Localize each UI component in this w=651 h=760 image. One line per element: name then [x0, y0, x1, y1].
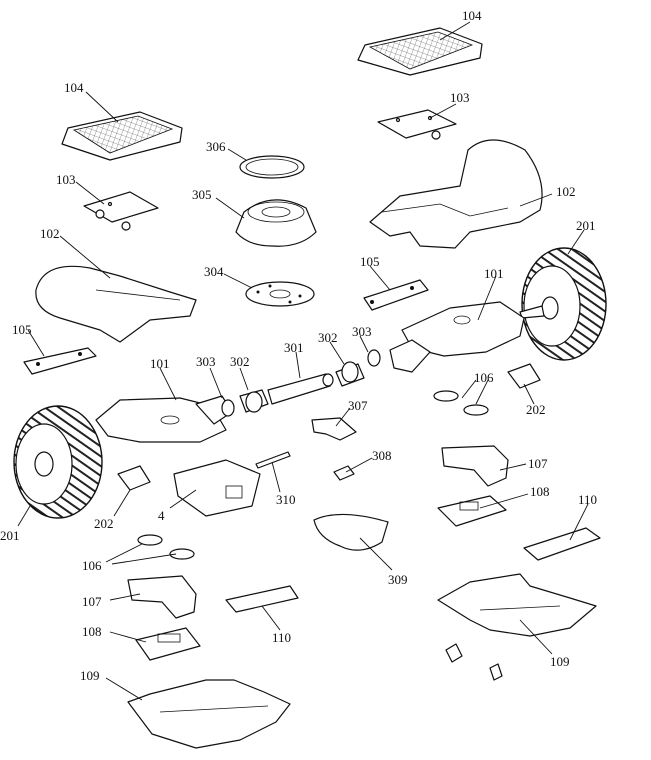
motor-bracket-right: [507, 363, 541, 389]
label-101: 101: [484, 266, 504, 281]
bumper-pads-right: [433, 390, 489, 416]
label-202: 202: [94, 516, 114, 531]
label-306: 306: [206, 139, 226, 154]
controller-bracket-right: [441, 445, 509, 487]
label-103: 103: [450, 90, 470, 105]
label-302: 302: [318, 330, 338, 345]
foot-pad-right: [357, 27, 483, 76]
rod: [255, 451, 291, 469]
label-4: 4: [158, 508, 165, 523]
bottom-cover-center: [313, 513, 389, 551]
side-light-right: [523, 527, 601, 561]
callout-labels: 104 104 103 103 306 305 304 102 102 201 …: [0, 8, 597, 683]
bumper-pads-left: [137, 534, 195, 560]
motor-bracket-left: [117, 465, 151, 491]
label-101: 101: [150, 356, 170, 371]
label-108: 108: [82, 624, 102, 639]
label-110: 110: [578, 492, 597, 507]
hub-shell: [235, 199, 317, 247]
label-109: 109: [550, 654, 570, 669]
label-109: 109: [80, 668, 100, 683]
fender-right: [369, 139, 543, 249]
label-301: 301: [284, 340, 304, 355]
label-305: 305: [192, 187, 212, 202]
bottom-shell-left: [127, 679, 291, 749]
foot-pad-left: [61, 111, 183, 161]
small-connector: [333, 465, 355, 481]
label-102: 102: [556, 184, 576, 199]
label-307: 307: [348, 398, 368, 413]
fender-left: [35, 265, 197, 343]
label-201: 201: [0, 528, 20, 543]
label-103: 103: [56, 172, 76, 187]
label-304: 304: [204, 264, 224, 279]
label-106: 106: [474, 370, 494, 385]
bottom-shell-right: [437, 573, 597, 681]
label-202: 202: [526, 402, 546, 417]
light-strip-left: [23, 347, 97, 375]
frame-right: [389, 301, 525, 373]
shaft-assembly: [221, 349, 381, 417]
label-303: 303: [352, 324, 372, 339]
label-104: 104: [64, 80, 84, 95]
label-309: 309: [388, 572, 408, 587]
wheel-left: [13, 405, 103, 519]
light-strip-right: [363, 279, 429, 311]
label-102: 102: [40, 226, 60, 241]
controller-bracket-left: [127, 575, 197, 619]
label-303: 303: [196, 354, 216, 369]
label-107: 107: [528, 456, 548, 471]
label-310: 310: [276, 492, 296, 507]
label-107: 107: [82, 594, 102, 609]
control-board-left: [135, 627, 201, 661]
frame-left: [95, 395, 233, 443]
hinge-bracket: [311, 417, 357, 441]
label-302: 302: [230, 354, 250, 369]
side-light-left: [225, 585, 299, 613]
sensor-plate-right: [377, 109, 457, 140]
label-108: 108: [530, 484, 550, 499]
label-106: 106: [82, 558, 102, 573]
wheel-right: [519, 247, 607, 361]
control-board-right: [437, 495, 507, 527]
leader-lines: [17, 21, 589, 701]
label-110: 110: [272, 630, 291, 645]
label-105: 105: [12, 322, 32, 337]
label-104: 104: [462, 8, 482, 23]
label-201: 201: [576, 218, 596, 233]
sensor-plate-left: [83, 191, 159, 231]
label-105: 105: [360, 254, 380, 269]
battery-pack: [173, 459, 261, 517]
gear-disk: [245, 281, 315, 307]
label-308: 308: [372, 448, 392, 463]
bearing-ring: [239, 155, 305, 179]
